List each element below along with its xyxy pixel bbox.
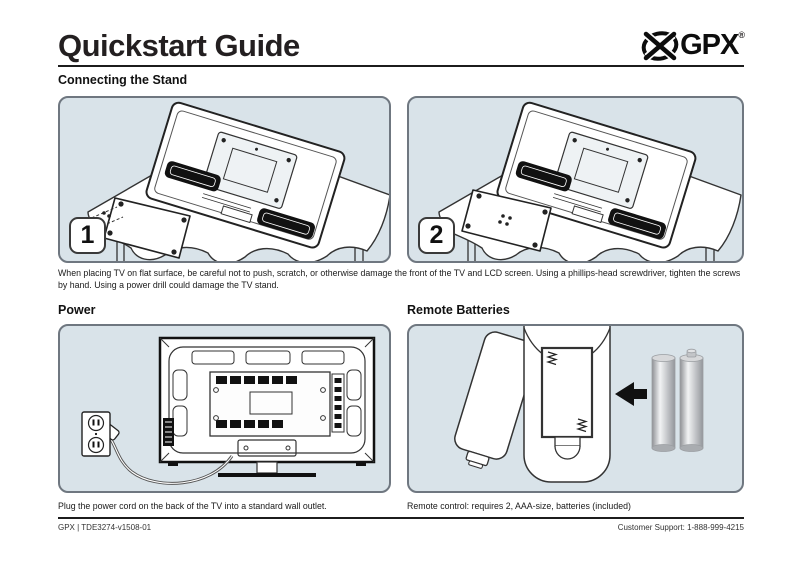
footer-model-number: GPX | TDE3274-v1508-01 bbox=[58, 523, 152, 532]
remote-caption: Remote control: requires 2, AAA-size, ba… bbox=[407, 501, 631, 511]
power-panel bbox=[58, 324, 391, 493]
stand-step1-panel: 1 bbox=[58, 96, 391, 263]
remote-batteries-illustration bbox=[454, 326, 704, 483]
remote-section-heading: Remote Batteries bbox=[407, 303, 510, 317]
power-illustration bbox=[81, 336, 376, 485]
title-rule bbox=[58, 65, 744, 67]
gpx-logo-icon bbox=[641, 31, 679, 61]
footer-customer-support: Customer Support: 1-888-999-4215 bbox=[617, 523, 744, 532]
remote-batteries-panel bbox=[407, 324, 744, 493]
power-caption: Plug the power cord on the back of the T… bbox=[58, 501, 327, 511]
step-2-badge: 2 bbox=[418, 217, 455, 254]
stand-caption: When placing TV on flat surface, be care… bbox=[58, 268, 741, 290]
stand-section-heading: Connecting the Stand bbox=[58, 73, 188, 87]
stand-step2-illustration bbox=[438, 101, 742, 261]
registered-trademark-icon: ® bbox=[738, 30, 745, 40]
gpx-logo: GPX ® bbox=[640, 26, 745, 64]
gpx-logo-text: GPX bbox=[680, 28, 739, 61]
page-title: Quickstart Guide bbox=[58, 28, 300, 63]
stand-step2-panel: 2 bbox=[407, 96, 744, 263]
footer-rule bbox=[58, 517, 744, 519]
step-1-badge: 1 bbox=[69, 217, 106, 254]
step-2-number: 2 bbox=[429, 221, 444, 249]
power-section-heading: Power bbox=[58, 303, 96, 317]
step-1-number: 1 bbox=[80, 221, 95, 249]
stand-step1-illustration bbox=[78, 101, 389, 261]
